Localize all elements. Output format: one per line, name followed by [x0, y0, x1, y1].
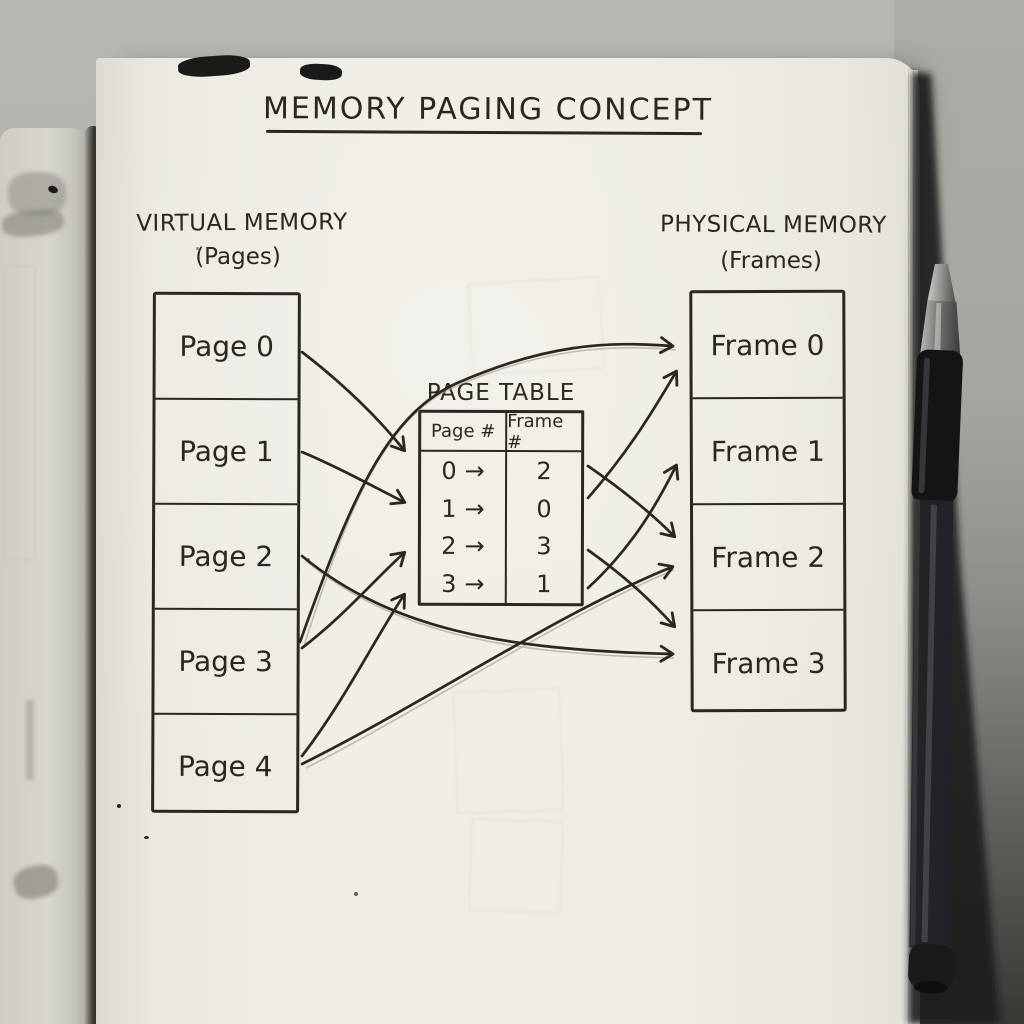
- page-number: 1: [441, 494, 457, 523]
- virtual-memory-box: Page 0 Page 1 Page 2 Page 3 Page 4: [151, 291, 301, 819]
- ink-speck: [354, 892, 358, 896]
- frame-cell-2: Frame 2: [693, 502, 844, 610]
- frame-number: 2: [536, 456, 552, 486]
- ink-speck: [307, 558, 310, 561]
- page-number: 2: [441, 532, 457, 561]
- frame-cell-0: Frame 0: [710, 328, 825, 362]
- eraser-ghost: [467, 276, 605, 376]
- eraser-ghost: [468, 818, 564, 914]
- page-table-title: PAGE TABLE: [426, 380, 576, 406]
- page-table-rows: 0→ 2 1→ 0 2→ 3 3→ 1: [420, 451, 581, 604]
- physical-memory-heading: PHYSICAL MEMORY: [659, 211, 887, 239]
- table-row: 2→ 3: [420, 527, 581, 566]
- page-table-header: Page # Frame #: [421, 410, 582, 453]
- eraser-ghost: [452, 688, 565, 814]
- page-cell-3: Page 3: [154, 607, 297, 714]
- page-number: 0: [441, 456, 457, 485]
- ink-speck: [196, 247, 199, 250]
- column-header-page: Page #: [421, 412, 508, 451]
- maps-to-arrow-icon: →: [464, 532, 485, 561]
- virtual-memory-subheading: (Pages): [195, 244, 281, 270]
- page-number: 3: [441, 569, 457, 599]
- frame-number: 1: [536, 570, 552, 599]
- page-cell-2: Page 2: [154, 502, 298, 609]
- page-cell-1: Page 1: [155, 397, 298, 504]
- page-cell-4: Page 4: [154, 712, 297, 819]
- maps-to-arrow-icon: →: [464, 456, 485, 485]
- pencil-mark: [26, 700, 34, 780]
- diagram-title: MEMORY PAGING CONCEPT: [262, 91, 714, 128]
- page-table: Page # Frame # 0→ 2 1→ 0 2→ 3 3→ 1: [417, 409, 585, 607]
- physical-memory-subheading: (Frames): [720, 248, 822, 274]
- table-row: 3→ 1: [420, 565, 581, 604]
- table-row: 0→ 2: [421, 451, 581, 490]
- maps-to-arrow-icon: →: [464, 570, 485, 599]
- ink-speck: [117, 804, 121, 808]
- page-cell-0: Page 0: [179, 329, 275, 364]
- ink-speck: [144, 836, 149, 839]
- frame-cell-3: Frame 3: [693, 608, 844, 716]
- frame-cell-1: Frame 1: [692, 396, 844, 504]
- frame-number: 3: [536, 532, 552, 561]
- page-edge-stack: [906, 70, 918, 1024]
- frame-number: 0: [536, 494, 552, 523]
- table-row: 1→ 0: [420, 489, 581, 528]
- bled-through-box: [4, 266, 36, 560]
- column-header-frame: Frame #: [507, 410, 564, 453]
- virtual-memory-heading: VIRTUAL MEMORY: [136, 209, 348, 237]
- maps-to-arrow-icon: →: [464, 494, 485, 523]
- physical-memory-box: Frame 0 Frame 1 Frame 2 Frame 3: [689, 289, 847, 716]
